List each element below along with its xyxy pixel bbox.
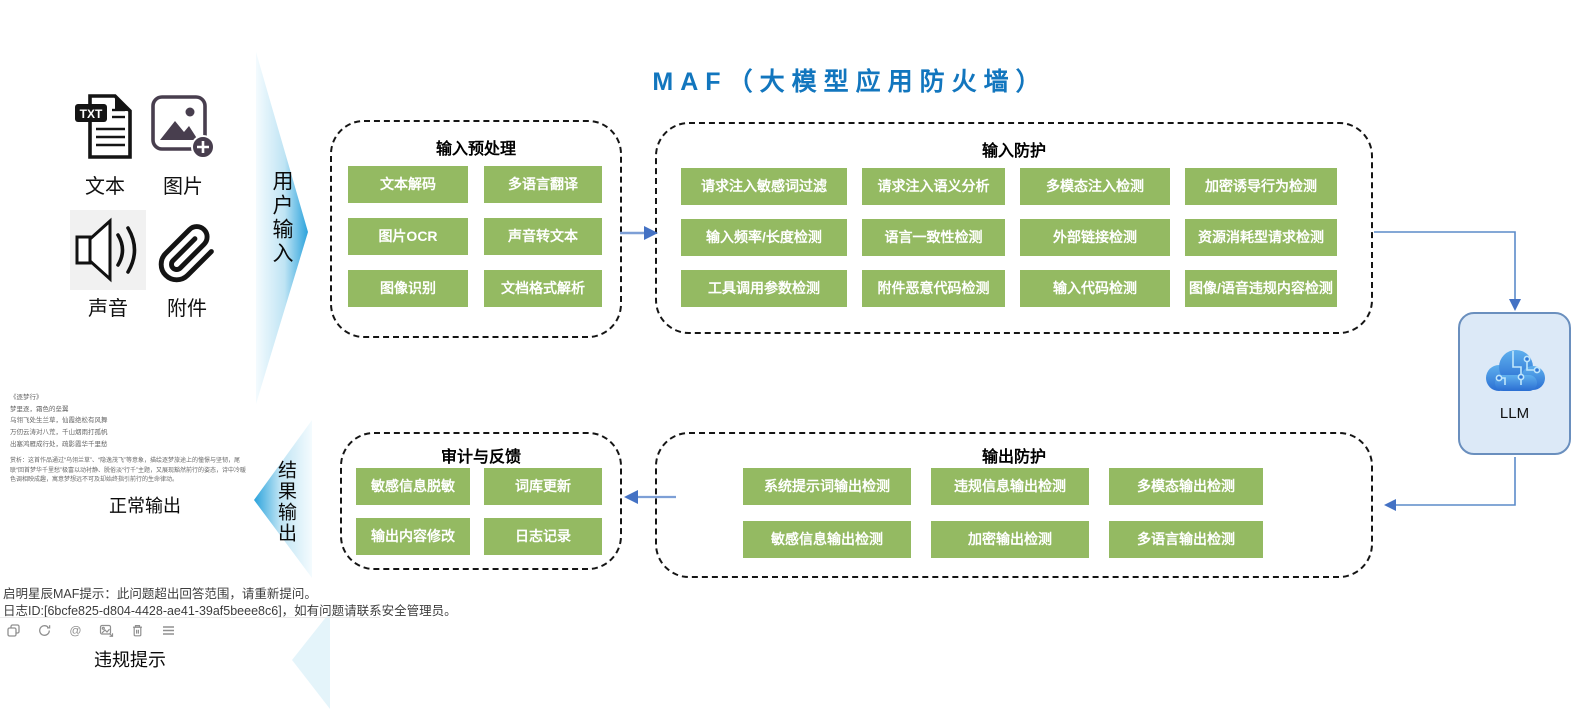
node-external-link-detect: 外部链接检测 [1020, 219, 1170, 256]
copy-icon[interactable] [5, 622, 21, 638]
node-multilang-output-detect: 多语言输出检测 [1109, 521, 1263, 558]
node-encrypted-inducement-detect: 加密诱导行为检测 [1185, 168, 1337, 205]
group-title: 输出防护 [981, 449, 1046, 466]
node-violation-info-output-detect: 违规信息输出检测 [931, 468, 1089, 505]
node-logging: 日志记录 [484, 518, 602, 555]
poem-analysis: 赏析：这首作品通过“乌翎兰草”、“隐逸茂飞”等意象，描绘逐梦旅途上的憧憬与坚韧，… [10, 458, 246, 484]
poem-line: 梦里逐，霜色的垒翼 [10, 405, 69, 413]
speaker-icon [70, 210, 146, 290]
result-output-arrow [254, 420, 312, 578]
node-text-decode: 文本解码 [348, 166, 468, 203]
group-output-protection: 输出防护 系统提示词输出检测 违规信息输出检测 多模态输出检测 敏感信息输出检测… [655, 432, 1373, 578]
user-input-label: 用户输入 [270, 170, 293, 266]
poem-line: 万仞云涛对八荒，千山烟雨打孤帆 [10, 429, 108, 437]
node-tool-call-param-detect: 工具调用参数检测 [681, 270, 847, 307]
page-title: MAF（大模型应用防火墙） [652, 68, 1048, 96]
normal-output-text: 《逐梦行》 梦里逐，霜色的垒翼 乌翎飞处生兰草，仙霞绝松有风舞 万仞云涛对八荒，… [10, 392, 250, 485]
node-freq-length-detect: 输入频率/长度检测 [681, 219, 847, 256]
txt-file-icon: TXT [73, 92, 137, 162]
result-output-arrow-tail [284, 612, 330, 709]
message-toolbar: @ [5, 622, 176, 638]
result-output-label: 结果输出 [275, 460, 296, 544]
node-image-ocr: 图片OCR [348, 218, 468, 255]
node-attachment-malware-detect: 附件恶意代码检测 [862, 270, 1005, 307]
normal-output-label: 正常输出 [109, 496, 181, 516]
menu-icon[interactable] [160, 622, 176, 638]
node-system-prompt-output-detect: 系统提示词输出检测 [743, 468, 911, 505]
node-image-recognition: 图像识别 [348, 270, 468, 307]
node-injection-semantic-analysis: 请求注入语义分析 [862, 168, 1005, 205]
violation-message-line1: 启明星辰MAF提示：此问题超出回答范围，请重新提问。 [3, 587, 317, 601]
node-output-content-modify: 输出内容修改 [356, 518, 470, 555]
node-doc-format-parse: 文档格式解析 [484, 270, 602, 307]
group-title: 输入防护 [981, 143, 1046, 160]
poem-line: 出塞鸿雁成行处，疏影霞华千里愁 [10, 440, 108, 448]
divider [0, 617, 380, 618]
refresh-icon[interactable] [36, 622, 52, 638]
node-multimodal-output-detect: 多模态输出检测 [1109, 468, 1263, 505]
violation-label: 违规提示 [94, 650, 166, 670]
group-title: 输入预处理 [435, 141, 516, 158]
llm-box: LLM [1458, 312, 1571, 455]
user-input-arrow [250, 52, 308, 404]
violation-message-line2: 日志ID:[6bcfe825-d804-4428-ae41-39af5beee8… [3, 604, 457, 618]
image-export-icon[interactable] [98, 622, 114, 638]
group-audit-feedback: 审计与反馈 敏感信息脱敏 词库更新 输出内容修改 日志记录 [340, 432, 622, 570]
input-label-audio: 声音 [88, 298, 128, 320]
svg-text:@: @ [69, 623, 81, 637]
mention-icon[interactable]: @ [67, 622, 83, 638]
node-resource-exhaustion-detect: 资源消耗型请求检测 [1185, 219, 1337, 256]
node-multimodal-injection-detect: 多模态注入检测 [1020, 168, 1170, 205]
image-add-icon [150, 94, 216, 160]
llm-label: LLM [1499, 405, 1530, 422]
node-image-audio-violation-detect: 图像/语音违规内容检测 [1185, 270, 1337, 307]
paperclip-icon [156, 216, 218, 292]
input-label-text: 文本 [85, 176, 125, 198]
group-input-protection: 输入防护 请求注入敏感词过滤 请求注入语义分析 多模态注入检测 加密诱导行为检测… [655, 122, 1373, 334]
input-label-attachment: 附件 [167, 298, 207, 320]
node-speech-to-text: 声音转文本 [484, 218, 602, 255]
node-language-consistency-detect: 语言一致性检测 [862, 219, 1005, 256]
poem-line: 乌翎飞处生兰草，仙霞绝松有风舞 [10, 417, 108, 425]
node-injection-keyword-filter: 请求注入敏感词过滤 [681, 168, 847, 205]
node-sensitive-info-output-detect: 敏感信息输出检测 [743, 521, 911, 558]
node-encrypted-output-detect: 加密输出检测 [931, 521, 1089, 558]
poem-title: 《逐梦行》 [10, 394, 43, 401]
group-input-preprocess: 输入预处理 文本解码 多语言翻译 图片OCR 声音转文本 图像识别 文档格式解析 [330, 120, 622, 338]
node-input-code-detect: 输入代码检测 [1020, 270, 1170, 307]
node-lexicon-update: 词库更新 [484, 468, 602, 505]
node-multilang-translate: 多语言翻译 [484, 166, 602, 203]
input-label-image: 图片 [163, 176, 203, 198]
node-sensitive-info-masking: 敏感信息脱敏 [356, 468, 470, 505]
group-title: 审计与反馈 [440, 449, 521, 466]
delete-icon[interactable] [129, 622, 145, 638]
svg-text:TXT: TXT [80, 107, 103, 121]
cloud-circuit-icon [1479, 345, 1551, 397]
